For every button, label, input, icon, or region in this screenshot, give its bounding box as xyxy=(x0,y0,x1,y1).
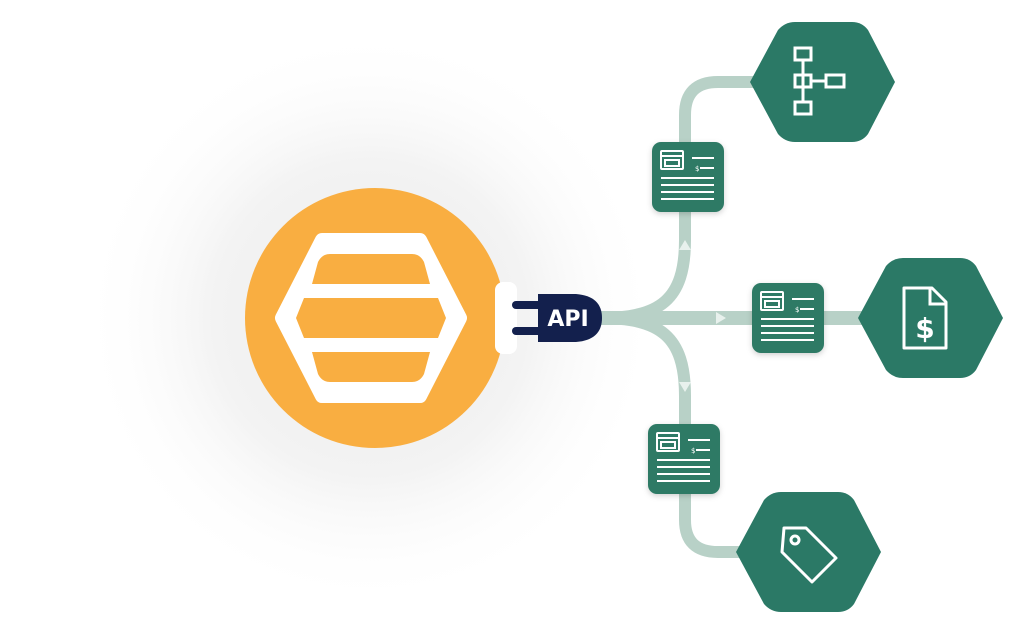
hierarchy-tree-icon xyxy=(793,46,846,116)
direction-arrow-icon xyxy=(679,240,691,250)
dollar-document-icon: $ xyxy=(902,286,948,350)
svg-text:$: $ xyxy=(695,165,699,173)
price-tag-icon xyxy=(780,526,838,584)
connector-paths xyxy=(593,76,907,558)
document-card-bottom: $ xyxy=(648,424,720,494)
target-node-top xyxy=(750,22,895,142)
hexagon-middle xyxy=(858,258,1003,378)
target-node-middle: $ xyxy=(858,258,1003,378)
direction-arrow-icon xyxy=(716,312,726,324)
invoice-document-icon xyxy=(660,150,714,200)
api-label: API xyxy=(547,307,588,332)
plug-body xyxy=(538,294,602,342)
document-card-middle: $ xyxy=(752,283,824,353)
honeycomb-logo-icon xyxy=(275,233,467,403)
document-card-top: $ xyxy=(652,142,724,212)
api-plug: API xyxy=(512,294,602,342)
invoice-document-icon xyxy=(760,291,814,341)
svg-text:$: $ xyxy=(915,312,934,345)
socket-notch xyxy=(495,282,517,354)
svg-text:$: $ xyxy=(795,306,799,314)
plug-prong-top xyxy=(512,301,542,309)
direction-arrow-icon xyxy=(679,382,691,392)
plug-prong-bottom xyxy=(512,327,542,335)
target-node-bottom xyxy=(736,492,881,612)
hub-node xyxy=(245,188,517,448)
invoice-document-icon xyxy=(656,432,710,482)
svg-text:$: $ xyxy=(691,447,695,455)
hexagon-bottom xyxy=(736,492,881,612)
